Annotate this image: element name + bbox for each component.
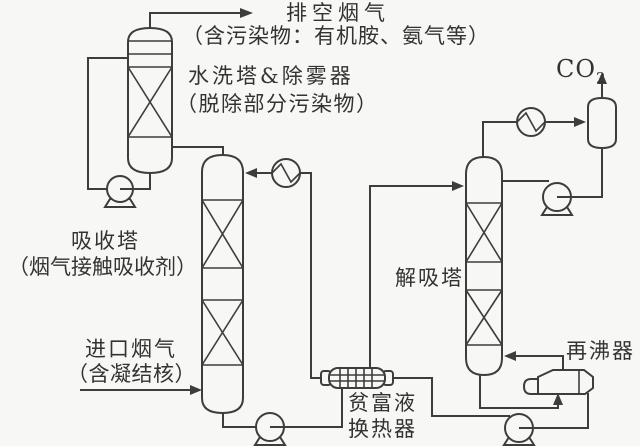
co2-subscript: 2: [596, 68, 607, 87]
hx-label-line1: 贫富液: [348, 391, 417, 415]
reboiler-feed-line: [479, 375, 559, 409]
desorber-packing-upper: [465, 202, 503, 263]
hx-shell: [328, 367, 386, 389]
lean-return-line: [393, 377, 589, 429]
reboiler-vapor-line: [516, 355, 564, 370]
hx-label-line2: 换热器: [348, 417, 417, 441]
lean-into-absorber-arrow: [245, 168, 257, 178]
co2-label: CO2: [556, 57, 607, 90]
co2-separator-shell: [587, 96, 617, 150]
absorber-packing-upper: [201, 199, 244, 269]
rich-solvent-pump: [253, 412, 287, 446]
reboiler-channel-head: [522, 378, 539, 395]
wash-tower: [127, 26, 173, 175]
lean-solvent-pump: [502, 413, 536, 446]
lean-cooler-zigzag: [271, 162, 301, 184]
vapor-into-desorber-arrow: [504, 351, 516, 361]
absorber-shell: [201, 153, 244, 415]
reboiler-label: 再沸器: [566, 339, 635, 363]
lean-solvent-line: [257, 172, 321, 379]
hx-tube-lines: [330, 369, 384, 387]
absorber-to-wash-gas-line: [172, 146, 224, 156]
vent-gas-label: 排空烟气: [286, 1, 390, 25]
lean-rich-heat-exchanger: [320, 367, 394, 389]
overhead-condenser: [516, 107, 546, 137]
co2-separator-drum: [587, 96, 617, 150]
flue-inlet-arrow: [190, 385, 202, 395]
inlet-gas-label: 进口烟气: [85, 337, 177, 361]
reflux-line: [502, 148, 603, 198]
reboiler-shell: [537, 369, 594, 395]
absorber-note-label: （烟气接触吸收剂）: [8, 255, 197, 279]
reboiler-vessel: [522, 369, 594, 395]
vent-gas-note-label: （含污染物：有机胺、氨气等）: [182, 24, 490, 48]
desorber-packing-lower: [465, 289, 503, 346]
into-reboiler-arrow: [553, 393, 563, 405]
condenser-zigzag: [516, 111, 546, 133]
wash-pump: [103, 175, 137, 208]
piping: [80, 12, 603, 429]
flow-arrows: [190, 8, 607, 405]
desorber-shell: [465, 155, 503, 377]
inlet-gas-note-label: （含凝结核）: [67, 362, 196, 386]
rich-into-desorber-arrow: [452, 181, 464, 191]
co2-formula: CO: [556, 55, 597, 83]
wash-tower-note-label: （脱除部分污染物）: [176, 92, 379, 116]
desorber-tower: [465, 155, 503, 377]
desorber-overhead-line: [482, 121, 574, 157]
absorber-label: 吸收塔: [71, 229, 140, 253]
co2-outlet-arrow: [597, 72, 607, 84]
absorber-tower: [201, 153, 244, 415]
wash-circulation-line: [87, 57, 151, 190]
rich-solvent-line: [222, 185, 452, 428]
absorber-packing-lower: [201, 299, 244, 366]
desorber-label: 解吸塔: [395, 266, 464, 290]
lean-cooler: [271, 158, 301, 188]
wash-tower-demister-trays: [128, 40, 172, 55]
vent-gas-arrow: [240, 8, 253, 18]
wash-tower-label: 水洗塔&除雾器: [188, 64, 354, 88]
condenser-to-drum-arrow: [574, 117, 586, 127]
wash-tower-packing: [127, 66, 173, 138]
reflux-pump: [540, 182, 574, 216]
vent-gas-line: [149, 12, 240, 28]
